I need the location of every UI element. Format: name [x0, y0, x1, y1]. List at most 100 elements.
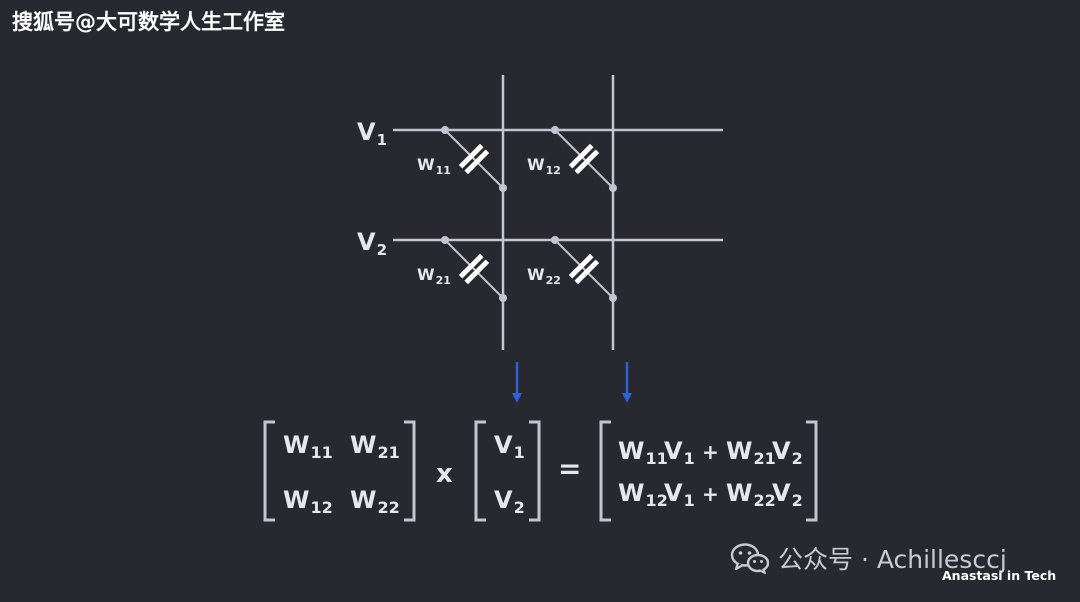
- cell-node-bottom: [499, 184, 507, 192]
- matrix-w-cell-22-sub: 22: [377, 498, 399, 517]
- weight-label-21-sub: 21: [436, 274, 451, 287]
- vector-v-right-bracket: [529, 420, 541, 522]
- weight-label-11-sub: 11: [436, 164, 451, 177]
- times-sign: x: [436, 459, 453, 489]
- watermark-bottom-text: 公众号 · Achillesccj: [778, 545, 1007, 574]
- result-row-1-w-first: W11: [618, 437, 668, 468]
- matrix-w-cell-11-sub: 11: [310, 443, 332, 462]
- input-label-2: V2: [357, 228, 387, 259]
- vector-v-cell-2: V2: [494, 486, 525, 517]
- matrix-w-cell-22-base: W: [350, 486, 376, 514]
- weight-label-12-sub: 12: [546, 164, 561, 177]
- cell-node-bottom: [609, 294, 617, 302]
- matrix-w-cell-21-sub: 21: [377, 443, 399, 462]
- matrix-w-cell-11: W11: [283, 431, 333, 462]
- result-row-1-w-second-base: W: [726, 437, 752, 465]
- input-label-1-sub: 1: [377, 131, 387, 149]
- input-label-2-base: V: [357, 228, 376, 256]
- weight-label-21-base: W: [417, 265, 435, 284]
- cell-plate-2: [574, 259, 600, 285]
- matrix-w-cell-21-base: W: [350, 431, 376, 459]
- result-row-1-v-second-base: V: [772, 437, 791, 465]
- cell-link: [444, 129, 504, 189]
- weight-label-11: W11: [417, 155, 451, 177]
- matrix-w-cell-12-sub: 12: [310, 498, 332, 517]
- result-row-1-w-first-sub: 11: [645, 449, 667, 468]
- result-row-1-v-first-base: V: [664, 437, 683, 465]
- matrix-w-left-bracket: [263, 420, 275, 522]
- cell-node-top: [551, 236, 559, 244]
- result-right-bracket: [806, 420, 818, 522]
- result-row-2-w-second-base: W: [726, 479, 752, 507]
- cell-plate-1: [568, 143, 594, 169]
- weight-label-22-base: W: [527, 265, 545, 284]
- vector-v-cell-2-base: V: [494, 486, 513, 514]
- input-label-1-base: V: [357, 118, 376, 146]
- matrix-w-cell-22: W22: [350, 486, 400, 517]
- result-row-2-v-second-base: V: [772, 479, 791, 507]
- watermark-top: 搜狐号@大可数学人生工作室: [12, 10, 285, 34]
- cell-node-top: [441, 126, 449, 134]
- cell-plate-2: [464, 259, 490, 285]
- result-row-2-v-second: V2: [772, 479, 803, 510]
- weight-label-12: W12: [527, 155, 561, 177]
- cell-node-top: [441, 236, 449, 244]
- equals-sign: =: [558, 452, 581, 485]
- cell-node-bottom: [499, 294, 507, 302]
- matrix-w-cell-11-base: W: [283, 431, 309, 459]
- watermark-bottom: 公众号 · Achillesccj: [730, 540, 1007, 576]
- result-row-2-w-second: W22: [726, 479, 776, 510]
- result-row-2-w-first-base: W: [618, 479, 644, 507]
- cell-plate-2: [574, 149, 600, 175]
- result-row-1-w-first-base: W: [618, 437, 644, 465]
- result-row-1-w-second: W21: [726, 437, 776, 468]
- crosspoint-cell-12: W12: [527, 126, 617, 192]
- matrix-w-cell-21: W21: [350, 431, 400, 462]
- result-row-1-plus: +: [702, 440, 719, 464]
- result-row-2-v-second-sub: 2: [792, 491, 803, 510]
- result-row-2-w-first-sub: 12: [645, 491, 667, 510]
- vector-v-left-bracket: [474, 420, 486, 522]
- wechat-icon: [730, 543, 770, 574]
- vector-v-cell-1-sub: 1: [514, 443, 525, 462]
- result-row-1-v-second-sub: 2: [792, 449, 803, 468]
- crosspoint-cell-21: W21: [417, 236, 507, 302]
- result-row-2-plus: +: [702, 482, 719, 506]
- crosspoint-cell-22: W22: [527, 236, 617, 302]
- input-label-2-sub: 2: [377, 241, 387, 259]
- weight-label-12-base: W: [527, 155, 545, 174]
- weight-label-11-base: W: [417, 155, 435, 174]
- vector-v-cell-2-sub: 2: [514, 498, 525, 517]
- result-row-1-w-second-sub: 21: [753, 449, 775, 468]
- matrix-w-cell-12: W12: [283, 486, 333, 517]
- cell-link: [554, 239, 614, 299]
- vector-v-cell-1-base: V: [494, 431, 513, 459]
- cell-plate-1: [458, 143, 484, 169]
- cell-plate-1: [568, 253, 594, 279]
- cell-plate-1: [458, 253, 484, 279]
- result-row-1-v-first: V1: [664, 437, 695, 468]
- result-row-1-v-second: V2: [772, 437, 803, 468]
- credit-label: Anastasi in Tech: [942, 568, 1057, 583]
- result-row-2-w-first: W12: [618, 479, 668, 510]
- crosspoint-cell-11: W11: [417, 126, 507, 192]
- cell-node-bottom: [609, 184, 617, 192]
- result-left-bracket: [599, 420, 611, 522]
- result-row-1-v-first-sub: 1: [684, 449, 695, 468]
- input-label-1: V1: [357, 118, 387, 149]
- cell-link: [444, 239, 504, 299]
- matrix-w-right-bracket: [404, 420, 416, 522]
- result-row-2-v-first-sub: 1: [684, 491, 695, 510]
- cell-link: [554, 129, 614, 189]
- result-row-2-v-first: V1: [664, 479, 695, 510]
- vector-v-cell-1: V1: [494, 431, 525, 462]
- weight-label-22-sub: 22: [546, 274, 561, 287]
- weight-label-21: W21: [417, 265, 451, 287]
- weight-label-22: W22: [527, 265, 561, 287]
- matrix-w-cell-12-base: W: [283, 486, 309, 514]
- result-row-2-w-second-sub: 22: [753, 491, 775, 510]
- result-row-2-v-first-base: V: [664, 479, 683, 507]
